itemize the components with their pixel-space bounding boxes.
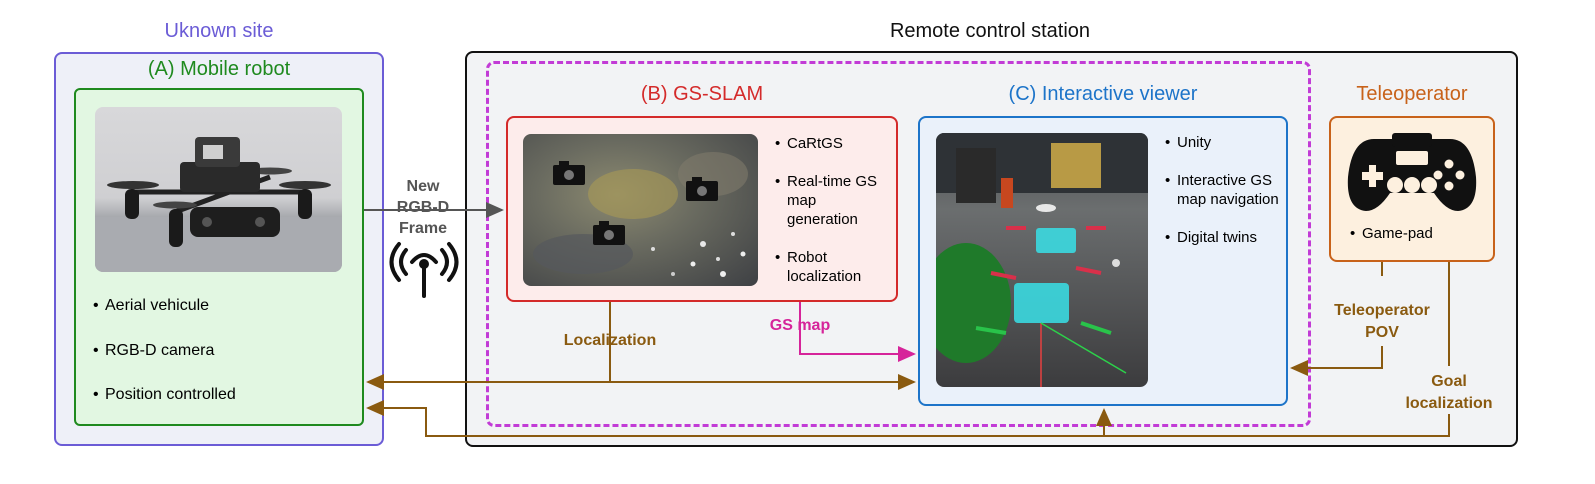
bullet-position-controlled: Position controlled xyxy=(93,385,236,404)
remote-station-title: Remote control station xyxy=(889,20,1091,42)
gs-map-label: GS map xyxy=(769,317,831,334)
digital-twin-render xyxy=(936,133,1148,387)
bullet-rgbd-camera: RGB-D camera xyxy=(93,341,236,360)
teleop-pov-label: Teleoperator POV xyxy=(1334,302,1430,341)
new-frame-label: New RGB-D Frame xyxy=(396,178,450,237)
gs-map-arrow xyxy=(799,302,916,362)
goal-localization-label: Goal localization xyxy=(1405,373,1493,412)
gs-slam-bullets: CaRtGS Real-time GS map generation Robot… xyxy=(775,134,890,286)
camera-icon xyxy=(593,221,625,245)
drone-photo xyxy=(95,107,342,272)
bullet-cartgs: CaRtGS xyxy=(775,134,890,153)
bullet-interactive-gs: Interactive GS map navigation xyxy=(1165,171,1280,209)
localization-label: Localization xyxy=(563,332,657,349)
mobile-robot-title: (A) Mobile robot xyxy=(147,58,291,80)
gs-map-render xyxy=(523,134,758,286)
processing-dashed-frame xyxy=(486,61,1311,427)
bullet-game-pad: Game-pad xyxy=(1350,224,1433,243)
viewer-bullets: Unity Interactive GS map navigation Digi… xyxy=(1165,133,1280,247)
camera-icon xyxy=(553,161,585,185)
mobile-robot-bullets: Aerial vehicule RGB-D camera Position co… xyxy=(93,296,236,404)
bullet-realtime-gs: Real-time GS map generation xyxy=(775,172,890,229)
viewer-title: (C) Interactive viewer xyxy=(1008,83,1198,105)
unknown-site-title: Uknown site xyxy=(164,20,274,42)
gamepad-icon xyxy=(1347,133,1477,211)
bullet-robot-localization: Robot localization xyxy=(775,248,890,286)
wireless-antenna-icon xyxy=(389,242,459,298)
bullet-aerial-vehicule: Aerial vehicule xyxy=(93,296,236,315)
camera-icon xyxy=(686,177,718,201)
gs-slam-title: (B) GS-SLAM xyxy=(640,83,764,105)
bullet-digital-twins: Digital twins xyxy=(1165,228,1280,247)
teleoperator-title: Teleoperator xyxy=(1356,83,1468,105)
bullet-unity: Unity xyxy=(1165,133,1280,152)
teleoperator-bullets: Game-pad xyxy=(1350,224,1433,243)
